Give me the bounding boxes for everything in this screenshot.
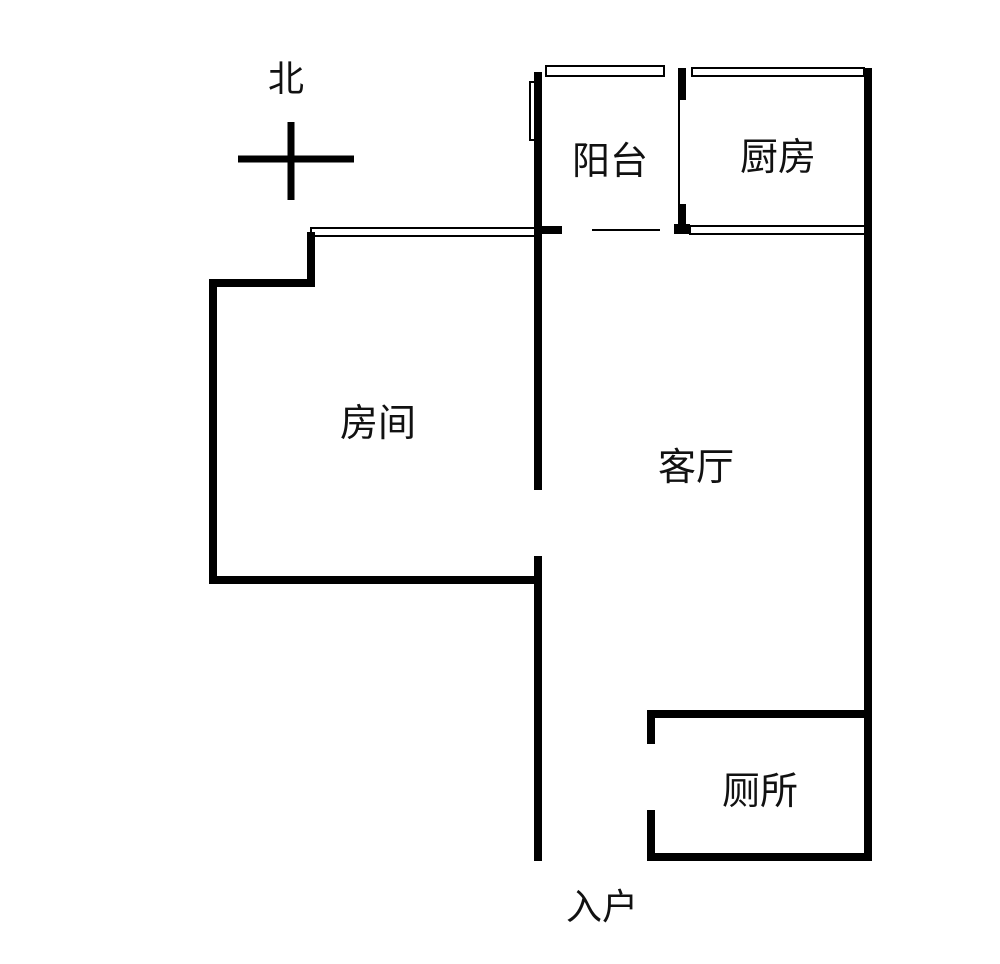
balcony-side-window xyxy=(529,81,541,141)
kitchen-window xyxy=(691,67,865,77)
walls xyxy=(209,68,872,861)
balcony-label: 阳台 xyxy=(572,139,649,183)
toilet-label: 厕所 xyxy=(722,769,799,813)
north-label: 北 xyxy=(268,59,305,100)
living-room-label: 客厅 xyxy=(658,445,735,489)
toilet-wall-bottom xyxy=(647,810,872,861)
balcony-window xyxy=(545,65,665,77)
bedroom-label: 房间 xyxy=(340,401,417,445)
bedroom-wall xyxy=(209,232,542,584)
bedroom-window xyxy=(310,227,539,237)
compass-cross-icon xyxy=(238,122,354,200)
kitchen-label: 厨房 xyxy=(740,135,817,179)
toilet-wall xyxy=(647,710,872,744)
entrance-label: 入户 xyxy=(566,887,639,928)
kitchen-south-window xyxy=(689,225,869,235)
wall-joints xyxy=(538,224,872,234)
